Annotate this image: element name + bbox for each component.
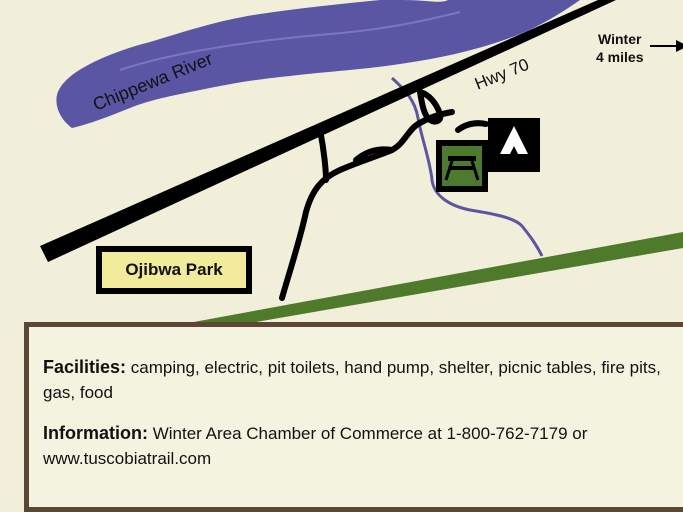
trail <box>150 232 683 336</box>
chippewa-river <box>56 0 580 128</box>
park-name: Ojibwa Park <box>102 252 246 288</box>
facilities-label: Facilities: <box>43 357 127 377</box>
highway-70 <box>40 0 616 262</box>
direction-distance: 4 miles <box>596 49 644 65</box>
info-panel: Facilities: camping, electric, pit toile… <box>24 322 683 512</box>
park-road-loop <box>417 89 444 125</box>
park-road-spur <box>353 146 395 163</box>
direction-label: Winter 4 miles <box>596 30 643 66</box>
map-canvas <box>40 0 683 336</box>
stream <box>390 76 544 257</box>
campground-tent-icon <box>488 118 540 172</box>
park-name-box: Ojibwa Park <box>96 246 252 294</box>
facilities-line: Facilities: camping, electric, pit toile… <box>43 355 683 405</box>
direction-arrow-head <box>676 40 683 52</box>
park-road-main <box>279 109 455 301</box>
park-road-branch <box>317 127 329 183</box>
facilities-text: camping, electric, pit toilets, hand pum… <box>43 358 661 402</box>
river-channel <box>119 11 461 71</box>
information-line: Information: Winter Area Chamber of Comm… <box>43 421 683 471</box>
information-label: Information: <box>43 423 148 443</box>
direction-town: Winter <box>598 31 642 47</box>
park-road-camp <box>455 120 489 133</box>
picnic-table-icon <box>436 140 488 192</box>
information-text: Winter Area Chamber of Commerce at 1-800… <box>43 424 588 468</box>
